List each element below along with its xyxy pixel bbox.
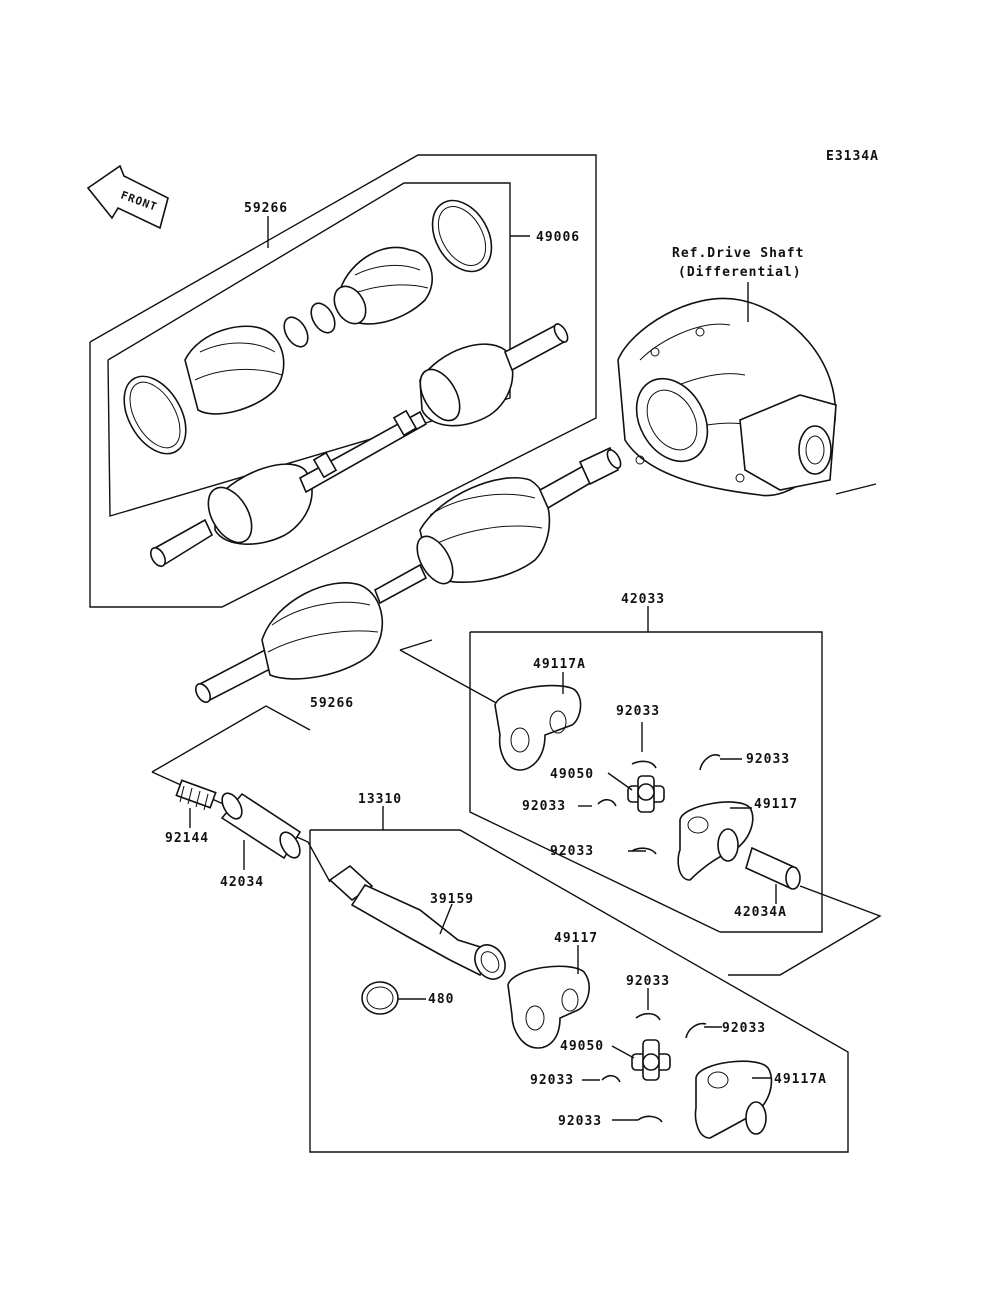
front-arrow-icon: FRONT <box>86 164 169 230</box>
reference-line1: Ref.Drive Shaft <box>672 246 804 261</box>
sleeve-42034-icon <box>220 792 302 870</box>
callout-49050-upper: 49050 <box>550 767 594 782</box>
callout-59266-bottom: 59266 <box>310 696 354 711</box>
assembly-13310-outline <box>309 806 849 1153</box>
axle-shaft-inner <box>149 322 569 568</box>
yoke-49117-lower-icon <box>507 945 590 1049</box>
callout-92033-l2: 92033 <box>722 1021 766 1036</box>
shaft-39159-icon <box>328 864 506 980</box>
cross-49050-lower-icon <box>611 1039 671 1081</box>
callout-42034: 42034 <box>220 875 264 890</box>
callout-92033-u1: 92033 <box>616 704 660 719</box>
callout-92033-u2: 92033 <box>746 752 790 767</box>
callout-480: 480 <box>428 992 454 1007</box>
reference-line2: (Differential) <box>678 265 802 280</box>
callout-42033: 42033 <box>621 592 665 607</box>
assembly-59266-outline <box>89 154 597 608</box>
callout-92033-l3: 92033 <box>530 1073 574 1088</box>
assembly-42033-outline <box>399 606 823 933</box>
yoke-49117a-upper-icon <box>494 672 582 771</box>
boot-kit-parts <box>123 199 493 455</box>
spline-42034a-icon <box>728 846 882 976</box>
circlip-lower-icons <box>582 988 722 1123</box>
callout-39159: 39159 <box>430 892 474 907</box>
callout-49117a-upper: 49117A <box>533 657 586 672</box>
callout-92033-u3: 92033 <box>522 799 566 814</box>
yoke-49117a-lower-icon <box>694 1060 773 1139</box>
callout-13310: 13310 <box>358 792 402 807</box>
circlip-upper-icons <box>578 722 742 855</box>
spring-sleeve-group <box>151 705 331 883</box>
callout-92033-l1: 92033 <box>626 974 670 989</box>
callout-59266-top: 59266 <box>244 201 288 216</box>
callout-92033-u4: 92033 <box>550 844 594 859</box>
callout-49117-upper: 49117 <box>754 797 798 812</box>
axle-shaft-outer <box>194 446 622 704</box>
yoke-49117-upper-icon <box>677 801 754 881</box>
callout-49006: 49006 <box>536 230 580 245</box>
callout-49050-lower: 49050 <box>560 1039 604 1054</box>
callout-42034a: 42034A <box>734 905 787 920</box>
differential-housing-icon <box>617 282 877 497</box>
callout-92033-l4: 92033 <box>558 1114 602 1129</box>
callout-49117a-lower: 49117A <box>774 1072 827 1087</box>
diagram-code: E3134A <box>826 149 879 164</box>
circlip-480-icon <box>361 981 426 1015</box>
cross-49050-upper-icon <box>607 772 665 813</box>
callout-92144: 92144 <box>165 831 209 846</box>
spring-92144-icon <box>175 779 217 828</box>
callout-49117-lower: 49117 <box>554 931 598 946</box>
assembly-49006-outline <box>107 182 530 517</box>
